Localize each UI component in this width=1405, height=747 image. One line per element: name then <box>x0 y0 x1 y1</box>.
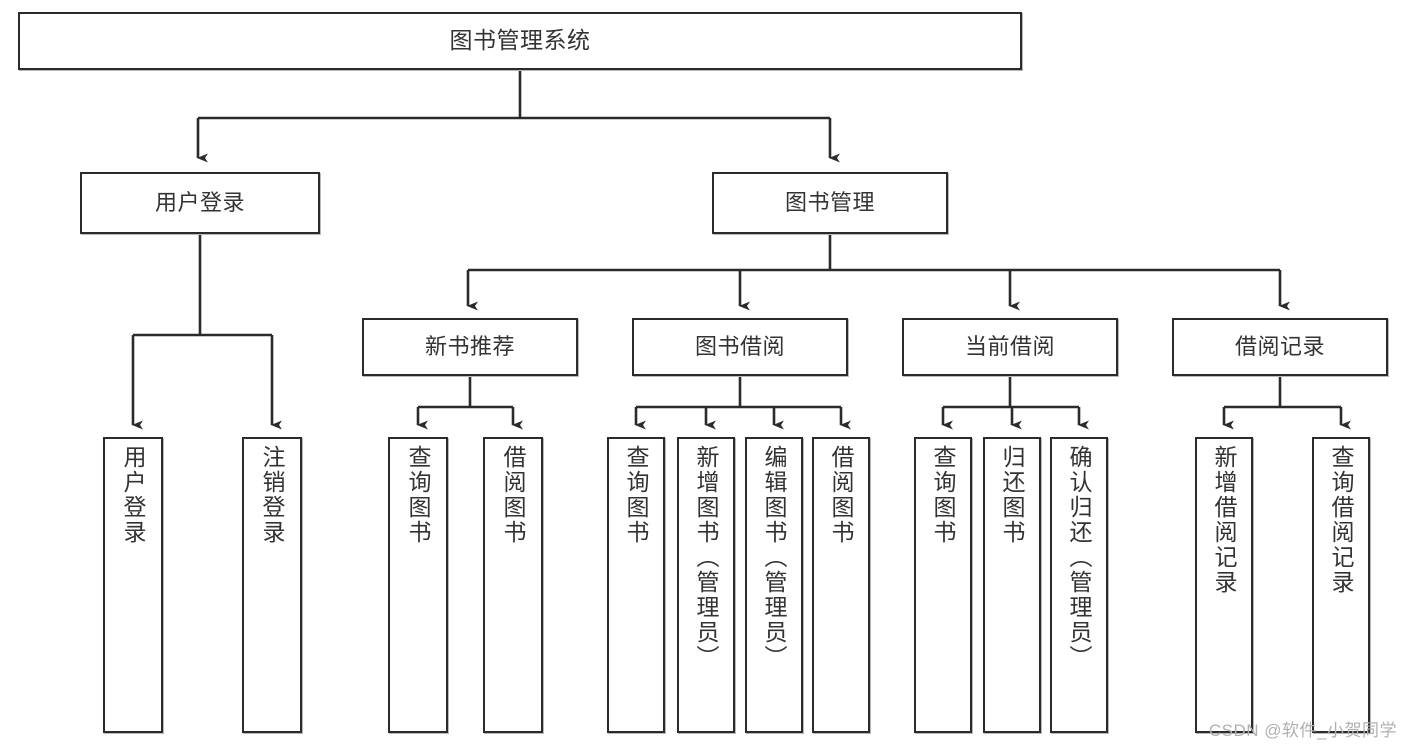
leaf-new-book-query[interactable]: 查询图书 <box>388 437 448 733</box>
leaf-user-login-login[interactable]: 用户登录 <box>103 437 163 733</box>
node-book-borrow[interactable]: 图书借阅 <box>632 318 848 376</box>
watermark-text: CSDN @软件_小贺同学 <box>1208 721 1397 740</box>
node-new-book-recommend[interactable]: 新书推荐 <box>362 318 578 376</box>
node-label: 注销登录 <box>259 445 286 545</box>
node-book-management[interactable]: 图书管理 <box>712 172 948 234</box>
node-label: 借阅图书 <box>828 445 855 545</box>
node-label: 借阅图书 <box>500 445 527 545</box>
node-label: 查询图书 <box>623 445 650 545</box>
leaf-current-borrow-return[interactable]: 归还图书 <box>983 437 1041 733</box>
leaf-user-login-logout[interactable]: 注销登录 <box>242 437 302 733</box>
node-root-book-management-system[interactable]: 图书管理系统 <box>18 12 1022 70</box>
node-label: 图书管理 <box>784 189 875 215</box>
leaf-borrow-record-query[interactable]: 查询借阅记录 <box>1312 437 1370 733</box>
node-label: 确认归还（管理员） <box>1066 445 1093 670</box>
node-label: 编辑图书（管理员） <box>761 445 788 670</box>
node-label: 新增图书（管理员） <box>693 445 720 670</box>
leaf-current-borrow-query[interactable]: 查询图书 <box>914 437 972 733</box>
leaf-book-borrow-borrow[interactable]: 借阅图书 <box>812 437 870 733</box>
leaf-book-borrow-add[interactable]: 新增图书（管理员） <box>677 437 735 733</box>
node-label: 当前借阅 <box>964 333 1055 359</box>
leaf-current-borrow-confirm-return[interactable]: 确认归还（管理员） <box>1050 437 1108 733</box>
node-label: 查询借阅记录 <box>1328 445 1355 595</box>
leaf-book-borrow-edit[interactable]: 编辑图书（管理员） <box>745 437 803 733</box>
node-label: 新增借阅记录 <box>1211 445 1238 595</box>
node-borrow-record[interactable]: 借阅记录 <box>1172 318 1388 376</box>
node-label: 查询图书 <box>405 445 432 545</box>
node-label: 用户登录 <box>154 189 245 215</box>
node-label: 用户登录 <box>120 445 147 545</box>
leaf-new-book-borrow[interactable]: 借阅图书 <box>483 437 543 733</box>
leaf-borrow-record-add[interactable]: 新增借阅记录 <box>1195 437 1253 733</box>
node-label: 图书借阅 <box>694 333 785 359</box>
leaf-book-borrow-query[interactable]: 查询图书 <box>607 437 665 733</box>
node-label: 归还图书 <box>999 445 1026 545</box>
node-label: 借阅记录 <box>1234 333 1325 359</box>
node-current-borrow[interactable]: 当前借阅 <box>902 318 1118 376</box>
node-label: 新书推荐 <box>424 333 515 359</box>
node-user-login[interactable]: 用户登录 <box>80 172 320 234</box>
node-label: 查询图书 <box>930 445 957 545</box>
node-label: 图书管理系统 <box>449 27 591 54</box>
